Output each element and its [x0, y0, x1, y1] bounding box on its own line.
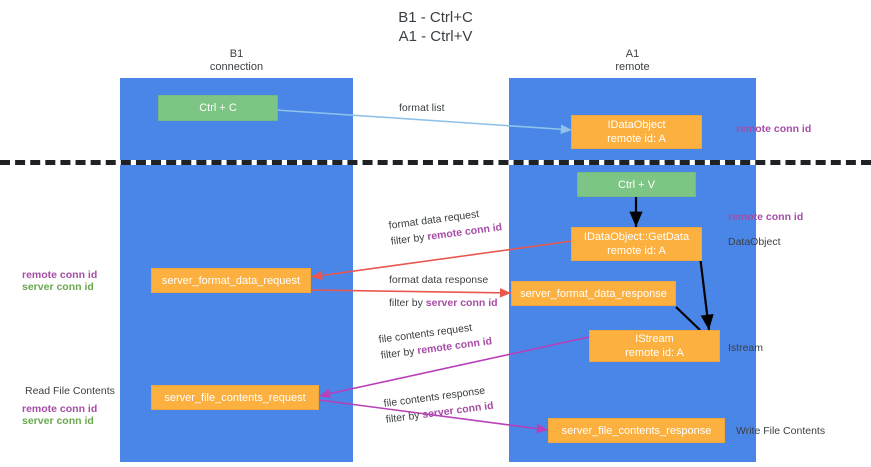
annotation-remote-conn-id-top: remote conn id — [736, 123, 812, 135]
edge-label-file-contents-request: file contents request filter by remote c… — [378, 319, 493, 362]
filter-by-prefix: filter by — [390, 231, 429, 248]
server-conn-id-key: server conn id — [425, 297, 498, 309]
node-istream[interactable]: IStream remote id: A — [589, 330, 720, 362]
annotation-left-bottom-server-conn-id: server conn id — [22, 415, 94, 427]
node-server-format-data-request[interactable]: server_format_data_request — [151, 268, 311, 293]
annotation-istream: Istream — [728, 342, 764, 354]
left-lane-header: B1 connection — [209, 48, 264, 73]
filter-by-prefix: filter by — [380, 345, 419, 362]
annotation-dataobject: DataObject — [728, 236, 781, 248]
annotation-read-file-contents: Read File Contents — [25, 385, 115, 397]
node-ctrl-c[interactable]: Ctrl + C — [158, 95, 278, 121]
annotation-left-remote-conn-id: remote conn id — [22, 269, 98, 281]
filter-by-prefix: filter by — [389, 297, 426, 309]
node-idataobject[interactable]: IDataObject remote id: A — [571, 115, 702, 149]
edge-label-format-data-response-line1: format data response — [389, 274, 489, 286]
annotation-left-server-conn-id: server conn id — [22, 281, 94, 293]
edge-label-format-data-request: format data request filter by remote con… — [388, 205, 503, 248]
edge-label-file-contents-response: file contents response filter by server … — [383, 384, 494, 427]
edge-label-format-data-response: format data response filter by server co… — [389, 274, 498, 310]
node-server-format-data-response[interactable]: server_format_data_response — [511, 281, 676, 306]
left-lane-bottom — [120, 165, 353, 462]
edge-label-format-list: format list — [399, 102, 445, 114]
node-idataobject-getdata[interactable]: IDataObject::GetData remote id: A — [571, 227, 702, 261]
annotation-remote-conn-id-mid: remote conn id — [728, 211, 804, 223]
right-lane-header: A1 remote — [615, 48, 650, 73]
annotation-write-file-contents: Write File Contents — [736, 425, 826, 437]
node-ctrl-v[interactable]: Ctrl + V — [577, 172, 696, 197]
node-server-file-contents-response[interactable]: server_file_contents_response — [548, 418, 725, 443]
section-divider — [0, 160, 871, 165]
filter-by-prefix: filter by — [385, 409, 424, 426]
edge-label-format-data-response-line2: filter by server conn id — [389, 297, 498, 310]
diagram-title: B1 - Ctrl+C A1 - Ctrl+V — [398, 9, 473, 45]
annotation-left-bottom-remote-conn-id: remote conn id — [22, 403, 98, 415]
node-server-file-contents-request[interactable]: server_file_contents_request — [151, 385, 319, 410]
